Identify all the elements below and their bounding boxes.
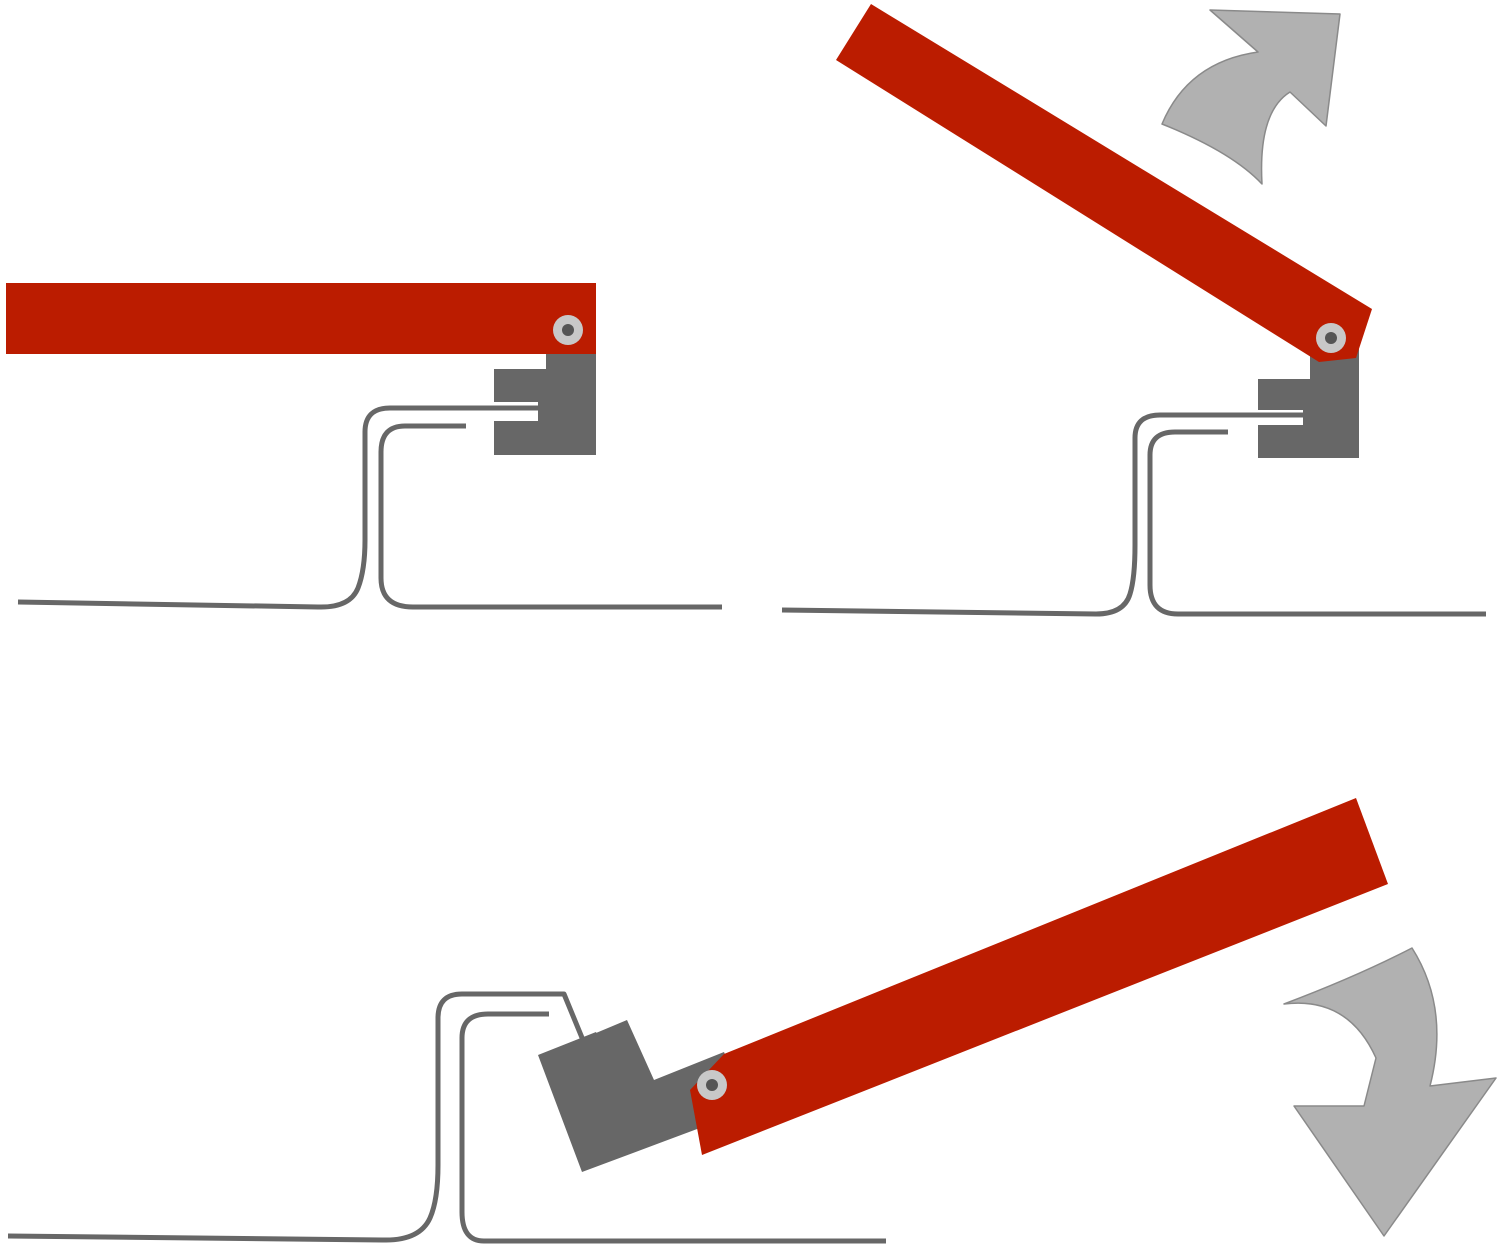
step-3-clamp: [538, 1020, 748, 1172]
step-1-seam-right-sheet: [378, 423, 722, 610]
step-3-sheet-metal: [7, 991, 886, 1244]
step-2-seam-right-sheet: [1147, 429, 1486, 617]
step-1-seam-left-sheet: [17, 405, 545, 610]
step-2-sheet-metal: [781, 412, 1486, 617]
step-1-sheet-metal: [17, 405, 722, 610]
step-2-panel: [781, 4, 1486, 617]
step-3-handle: [690, 798, 1388, 1155]
step-1-panel: [6, 283, 722, 610]
step-1-handle: [6, 283, 596, 354]
step-3-pivot-icon: [697, 1070, 727, 1100]
step-3-seam-right-sheet: [459, 1011, 886, 1244]
step-2-handle: [836, 4, 1372, 362]
step-2-pivot-icon: [1316, 323, 1346, 353]
step-2-arrow-up-icon: [1161, 9, 1341, 185]
step-3-arrow-down-icon: [1283, 947, 1497, 1237]
step-2-seam-left-sheet: [781, 412, 1308, 617]
step-1-pivot-icon: [553, 315, 583, 345]
step-3-seam-left-sheet: [7, 991, 609, 1243]
step-3-panel: [7, 798, 1497, 1244]
